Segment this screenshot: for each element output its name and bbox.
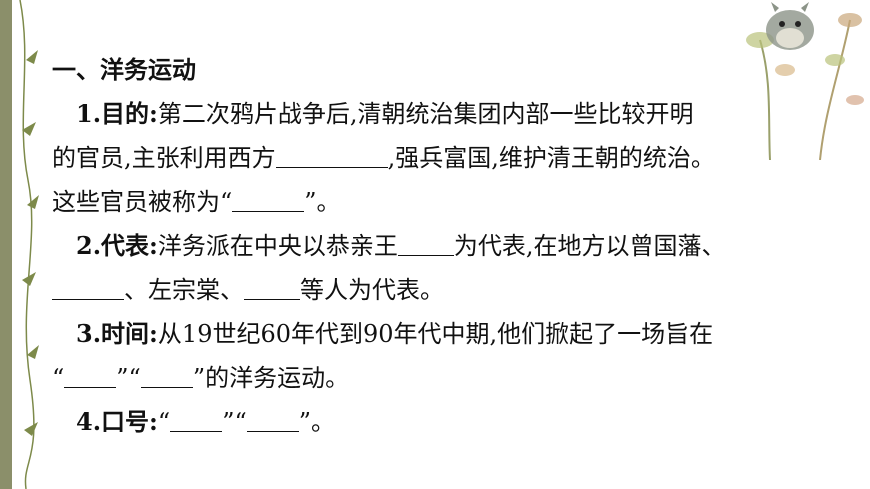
item1-text-c2: ”。 [304, 188, 341, 216]
item3-text-a: 从19世纪60年代到90年代中期,他们掀起了一场旨在 [157, 320, 714, 348]
item1-text-b1: 的官员,主张利用西方 [52, 144, 276, 172]
blank-western [275, 141, 388, 168]
blank-slogan-1 [170, 405, 223, 432]
item3-text-b1: “ [52, 364, 65, 392]
item4-line1: 4.口号:“ ”“ ”。 [52, 400, 812, 444]
item1-line3: 这些官员被称为“ ”。 [52, 180, 812, 224]
item2-line2: 、左宗棠、 等人为代表。 [52, 268, 812, 312]
left-border-bar [0, 0, 12, 489]
item1-label: 1.目的: [76, 99, 158, 128]
blank-slogan-2 [246, 405, 299, 432]
item2-text-a2: 为代表,在地方以曾国藩、 [453, 232, 726, 260]
item4-text-a1: “ [157, 408, 171, 436]
document-body: 一、洋务运动 1.目的:第二次鸦片战争后,清朝统治集团内部一些比较开明 的官员,… [52, 48, 812, 444]
item2-text-a1: 洋务派在中央以恭亲王 [157, 232, 398, 260]
section-heading: 一、洋务运动 [52, 55, 196, 84]
blank-prince [397, 229, 454, 256]
item2-text-b1: 、左宗棠、 [124, 276, 244, 304]
blank-officials-name [232, 185, 305, 212]
item4-label: 4.口号: [76, 407, 158, 436]
item2-text-b2: 等人为代表。 [300, 276, 444, 304]
blank-aim-2 [140, 361, 193, 388]
blank-aim-1 [64, 361, 117, 388]
item1-line2: 的官员,主张利用西方 ,强兵富国,维护清王朝的统治。 [52, 136, 812, 180]
item1-text-a: 第二次鸦片战争后,清朝统治集团内部一些比较开明 [157, 100, 694, 128]
item3-text-b3: ”的洋务运动。 [192, 364, 350, 392]
item4-text-a3: ”。 [298, 408, 336, 436]
item2-line1: 2.代表:洋务派在中央以恭亲王 为代表,在地方以曾国藩、 [52, 224, 812, 268]
vine-decoration-icon [19, 0, 39, 489]
item3-label: 3.时间: [76, 319, 158, 348]
item3-line1: 3.时间:从19世纪60年代到90年代中期,他们掀起了一场旨在 [52, 312, 812, 356]
item3-text-b2: ”“ [116, 364, 141, 392]
blank-local-rep-1 [52, 273, 124, 300]
item2-label: 2.代表: [76, 231, 158, 260]
tree-corner-decoration-icon [746, 2, 864, 160]
item1-text-c1: 这些官员被称为“ [52, 188, 233, 216]
item4-text-a2: ”“ [222, 408, 247, 436]
blank-local-rep-2 [244, 273, 300, 300]
item1-line1: 1.目的:第二次鸦片战争后,清朝统治集团内部一些比较开明 [52, 92, 812, 136]
item1-text-b2: ,强兵富国,维护清王朝的统治。 [387, 144, 715, 172]
item3-line2: “ ”“ ”的洋务运动。 [52, 356, 812, 400]
